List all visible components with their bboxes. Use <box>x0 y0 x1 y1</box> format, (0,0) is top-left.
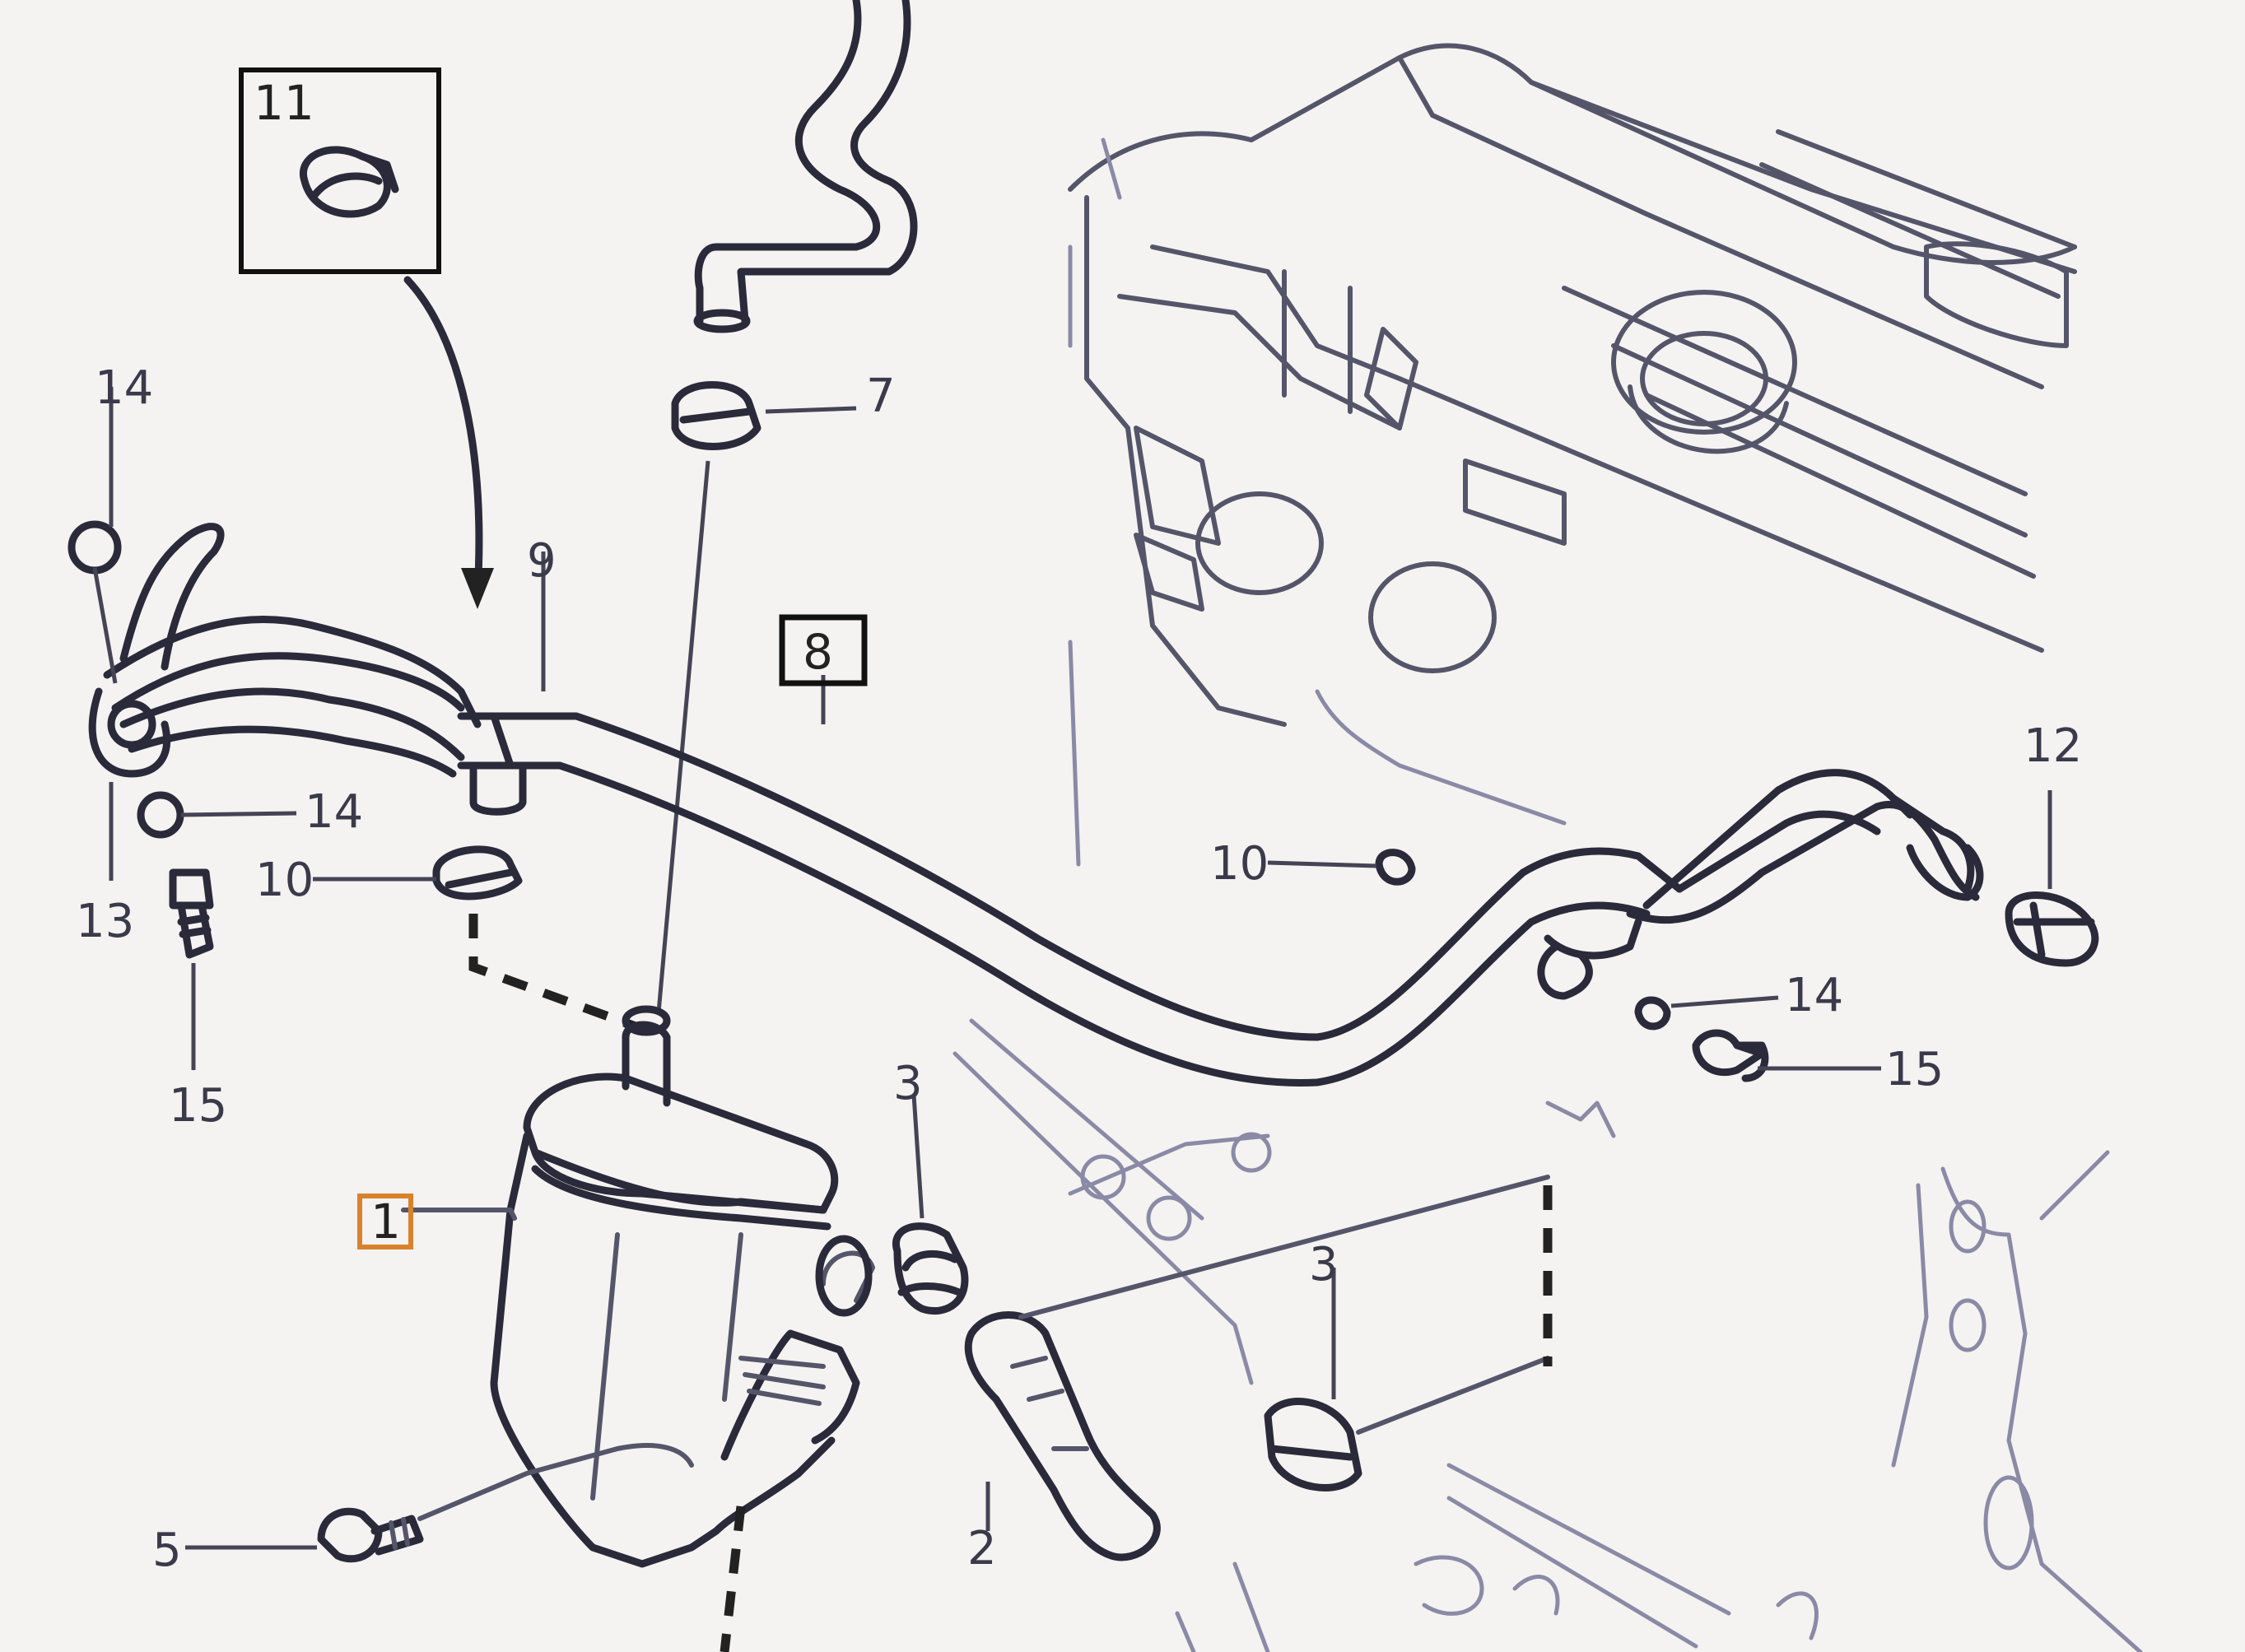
right-fittings <box>1267 790 2099 1082</box>
callout-9: 9 <box>527 534 557 588</box>
detail-box-11 <box>239 67 494 609</box>
callout-8-box <box>779 614 868 686</box>
engine-block <box>1068 43 2077 867</box>
coolant-pipe <box>490 675 1984 1087</box>
callout-labels: 11 14 7 9 8 14 13 10 15 10 12 14 15 3 3 … <box>76 75 2082 1577</box>
callout-7: 7 <box>866 370 896 423</box>
callout-15-right: 15 <box>1885 1043 1944 1096</box>
callout-2: 2 <box>967 1522 997 1575</box>
hose-2 <box>720 1094 1553 1652</box>
left-clamps <box>313 551 644 1034</box>
callout-15-left: 15 <box>169 1079 227 1133</box>
upper-hose <box>656 0 918 1013</box>
bolt-5 <box>185 1443 694 1563</box>
callout-3-left: 3 <box>893 1057 923 1110</box>
callout-11: 11 <box>254 75 314 131</box>
callout-13: 13 <box>76 895 134 948</box>
callout-3-right: 3 <box>1309 1238 1339 1291</box>
callout-1: 1 <box>370 1194 401 1249</box>
callout-8: 8 <box>803 624 833 680</box>
callout-1-box <box>357 1194 413 1249</box>
callout-5: 5 <box>152 1524 182 1577</box>
callout-14-upper-left: 14 <box>95 361 153 415</box>
callout-10-right: 10 <box>1210 837 1269 891</box>
callout-12: 12 <box>2024 719 2082 773</box>
callout-10-left: 10 <box>255 854 314 907</box>
lower-engine-parts <box>952 1018 2143 1652</box>
callout-14-right: 14 <box>1785 969 1843 1022</box>
expansion-tank <box>401 1005 875 1568</box>
callout-14-left: 14 <box>305 785 363 839</box>
left-hose-assembly <box>68 387 527 1070</box>
